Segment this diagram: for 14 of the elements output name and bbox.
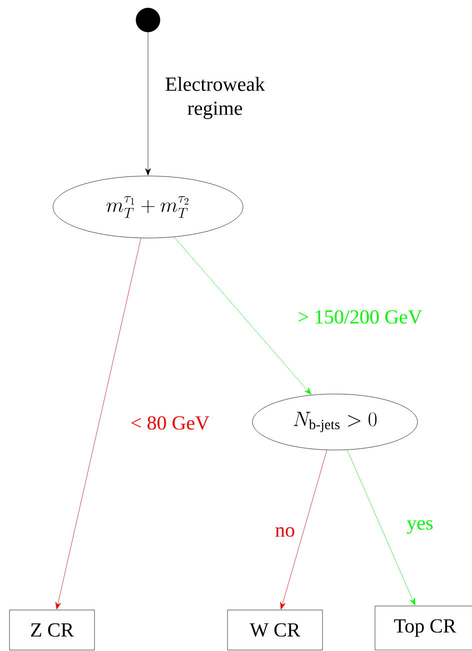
arrow <box>145 32 151 176</box>
edge-label: no <box>275 527 294 537</box>
edge-label: Electroweak regime <box>166 76 265 120</box>
edge-label: yes <box>406 520 433 534</box>
arrow <box>174 236 312 395</box>
arrow <box>280 450 328 610</box>
arrow <box>347 450 416 606</box>
edge-label: > 150/200 GeV <box>298 310 422 324</box>
edge-label: < 80 GeV <box>131 416 210 430</box>
circle-marker <box>136 8 160 32</box>
region-box: W CR <box>227 610 323 650</box>
arrow <box>56 238 142 610</box>
region-box: Z CR <box>9 610 95 650</box>
region-box: Top CR <box>374 606 472 650</box>
